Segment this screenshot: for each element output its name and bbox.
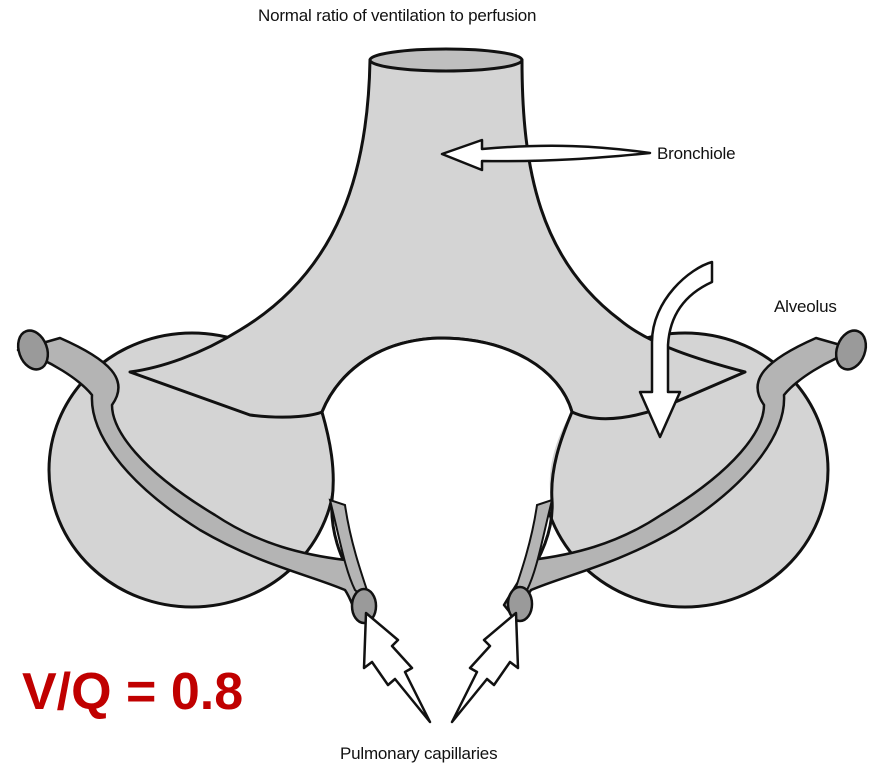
bronchiole-arrow	[442, 140, 650, 170]
bronchiole-label: Bronchiole	[657, 144, 735, 164]
right-capillary-open-end	[831, 326, 871, 373]
alveolus-label: Alveolus	[774, 297, 837, 317]
vq-ratio-label: V/Q = 0.8	[22, 662, 243, 722]
diagram-title: Normal ratio of ventilation to perfusion	[258, 6, 536, 26]
left-capillary-open-end	[13, 326, 53, 373]
bronchiole-opening	[370, 49, 522, 71]
pulmonary-capillaries-label: Pulmonary capillaries	[340, 744, 497, 764]
